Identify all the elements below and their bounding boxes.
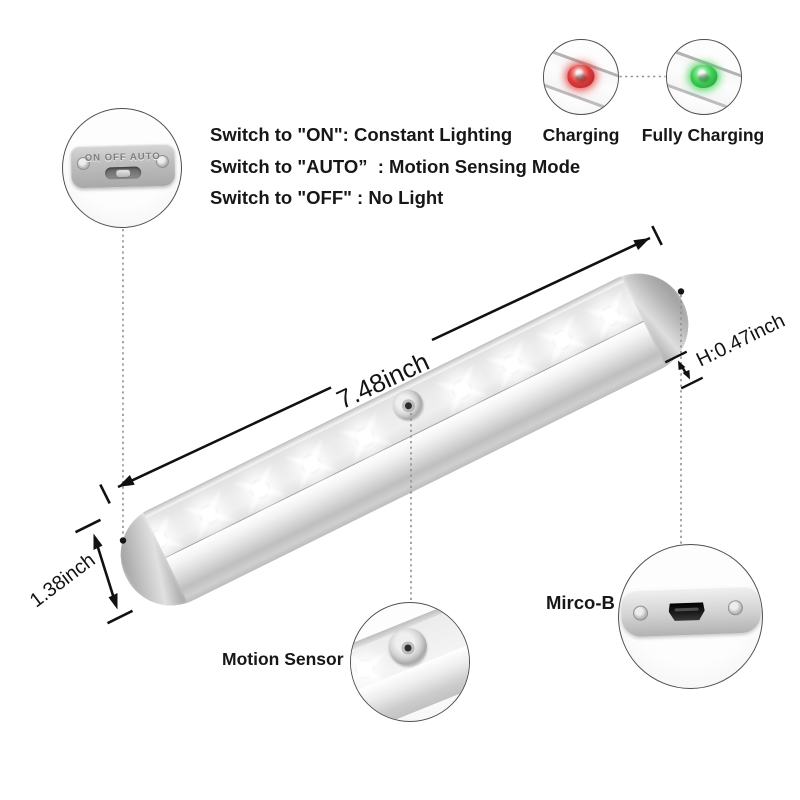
motion-sensor-dome	[389, 628, 427, 666]
instruction-off: Switch to "OFF" : No Light	[210, 187, 444, 208]
light-bar-front-face	[126, 302, 706, 623]
mode-switch-housing: ON OFF AUTO	[70, 143, 176, 189]
length-dim-tick-left	[99, 484, 111, 504]
switch-slot	[105, 166, 142, 180]
length-dim-arrow-right	[633, 238, 650, 250]
length-dim-arrow-left	[118, 475, 135, 487]
charging-callout-circle	[543, 39, 619, 115]
usb-end-cap	[619, 584, 762, 637]
height-dim-arrow-down	[682, 369, 690, 380]
width-dimension-label: 1.38inch	[25, 549, 100, 613]
instruction-auto: Switch to "AUTO” : Motion Sensing Mode	[210, 155, 581, 177]
height-dim-line	[679, 363, 689, 377]
light-bar	[103, 256, 706, 623]
width-dim-tick-bottom	[106, 609, 134, 625]
width-dim-tick-top	[74, 518, 102, 534]
fully-charging-label: Fully Charging	[641, 125, 765, 145]
micro-usb-port-icon	[668, 601, 705, 620]
screw-icon	[632, 604, 648, 621]
instruction-on: Switch to "ON": Constant Lighting	[210, 124, 513, 145]
height-dim-tick-bottom	[680, 376, 704, 390]
height-dim-arrow-up	[678, 360, 686, 371]
fully-charging-led-icon	[690, 65, 718, 89]
motion-sensor-label: Motion Sensor	[222, 649, 344, 669]
switch-callout-circle: ON OFF AUTO	[62, 108, 182, 228]
height-dimension-label: H:0.47inch	[692, 309, 789, 372]
width-dim-line	[96, 545, 115, 598]
width-dim-arrow-down	[108, 593, 118, 610]
charging-led-icon	[567, 65, 595, 89]
light-bar-panel	[107, 263, 684, 578]
usb-callout-circle	[618, 544, 763, 689]
motion-sensor-callout-circle	[350, 602, 470, 722]
usb-port-label: Mirco-B	[546, 592, 615, 613]
switch-knob	[115, 168, 132, 178]
switch-instructions: Switch to "ON": Constant Lighting Switch…	[210, 124, 580, 209]
length-dim-tick-right	[651, 225, 663, 246]
screw-icon	[727, 599, 743, 616]
width-dim-arrow-up	[93, 533, 103, 550]
fully-charging-callout-circle	[666, 39, 742, 115]
